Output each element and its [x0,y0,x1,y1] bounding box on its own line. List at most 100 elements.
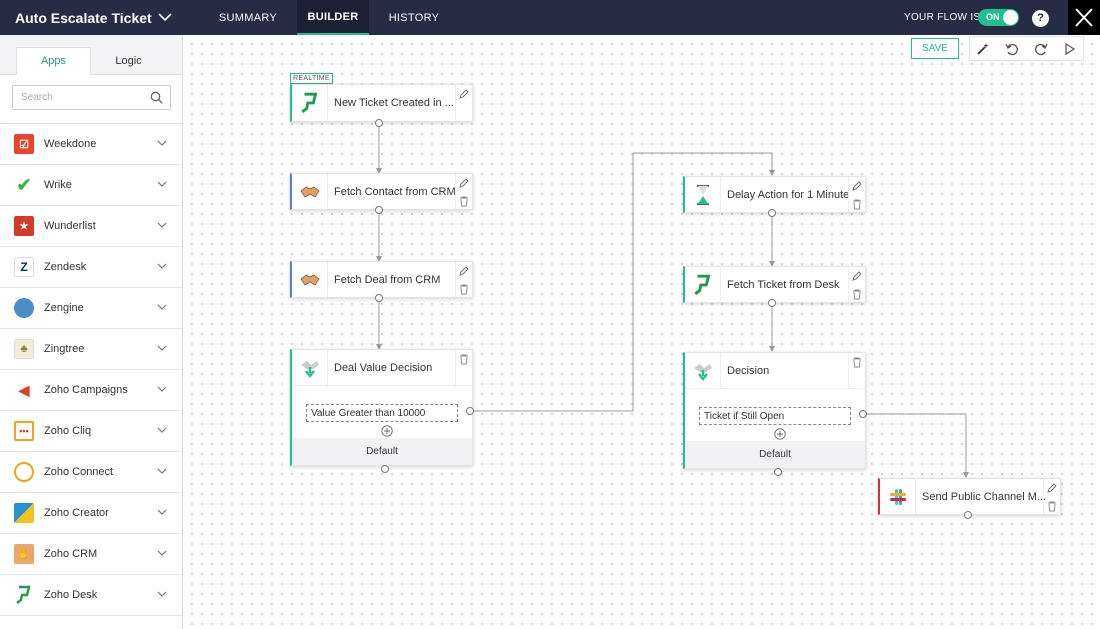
node-deal-decision[interactable]: Deal Value Decision Value Greater than 1… [290,349,473,466]
node-port[interactable] [964,511,972,519]
node-port[interactable] [859,410,867,418]
close-button[interactable] [1068,0,1100,35]
edit-icon[interactable] [459,266,469,276]
decision-default[interactable]: Default [292,438,472,465]
tab-history[interactable]: HISTORY [377,0,451,35]
node-delay[interactable]: Delay Action for 1 Minute [683,176,866,213]
node-label: Fetch Ticket from Desk [727,278,840,291]
trash-icon[interactable] [852,357,862,368]
chevron-down-icon[interactable] [157,550,167,557]
flow-toggle[interactable]: ON [978,9,1019,26]
list-item[interactable]: Zoho Connect [0,452,182,493]
node-actions [848,267,865,302]
chevron-down-icon[interactable] [157,222,167,229]
decision-condition[interactable]: Ticket if Still Open [699,407,851,425]
node-port[interactable] [375,206,383,214]
trash-icon[interactable] [1047,501,1057,512]
edit-icon[interactable] [852,181,862,191]
add-condition-icon[interactable] [381,425,393,437]
decision-condition[interactable]: Value Greater than 10000 [306,404,458,422]
flow-status-label: YOUR FLOW IS [904,12,981,23]
chevron-down-icon[interactable] [157,427,167,434]
search-icon[interactable] [150,91,163,104]
node-slack[interactable]: Send Public Channel M... [878,478,1061,515]
list-item[interactable]: Zengine [0,288,182,329]
app-label: Zendesk [44,261,87,273]
node-actions [455,174,472,209]
node-port[interactable] [375,294,383,302]
node-actions [455,85,472,121]
toggle-knob [1003,10,1018,25]
redo-icon[interactable] [1033,41,1049,57]
chevron-down-icon[interactable] [157,591,167,598]
top-bar: Auto Escalate Ticket SUMMARY BUILDER HIS… [0,0,1100,35]
app-list: ☑ Weekdone ✔ Wrike ★ Wunderlist Z Zendes… [0,123,182,616]
edit-icon[interactable] [459,178,469,188]
flow-title-dropdown[interactable]: Auto Escalate Ticket [0,0,183,35]
add-condition-icon[interactable] [774,428,786,440]
trash-icon[interactable] [459,284,469,295]
node-port[interactable] [768,209,776,217]
tab-summary-label: SUMMARY [218,11,278,24]
trash-icon[interactable] [459,196,469,207]
undo-icon[interactable] [1004,41,1020,57]
node-port[interactable] [768,299,776,307]
node-fetch-contact[interactable]: Fetch Contact from CRM [290,173,473,210]
node-actions [848,353,865,389]
tab-apps[interactable]: Apps [16,47,91,75]
chevron-down-icon[interactable] [157,181,167,188]
tab-builder[interactable]: BUILDER [297,0,369,35]
trash-icon[interactable] [852,199,862,210]
magic-wand-icon[interactable] [975,41,991,57]
node-fetch-ticket[interactable]: Fetch Ticket from Desk [683,266,866,303]
list-item[interactable]: ••• Zoho Cliq [0,411,182,452]
tab-summary[interactable]: SUMMARY [207,0,289,35]
node-trigger[interactable]: New Ticket Created in ... [290,84,473,122]
save-button[interactable]: SAVE [911,38,959,59]
list-item[interactable]: ☑ Weekdone [0,124,182,165]
chevron-down-icon[interactable] [157,386,167,393]
chevron-down-icon[interactable] [157,304,167,311]
play-icon[interactable] [1062,41,1078,57]
chevron-down-icon[interactable] [157,263,167,270]
chevron-down-icon[interactable] [157,509,167,516]
app-label: Zoho Connect [44,466,114,478]
list-item[interactable]: Zoho Creator [0,493,182,534]
node-port[interactable] [381,465,389,473]
node-label: Send Public Channel M... [922,490,1047,503]
list-item[interactable]: ★ Wunderlist [0,206,182,247]
node-decision[interactable]: Decision Ticket if Still Open Default [683,352,866,469]
chevron-down-icon[interactable] [157,468,167,475]
node-label: New Ticket Created in ... [334,97,454,109]
tab-apps-label: Apps [40,55,67,67]
node-actions [848,177,865,212]
node-port[interactable] [375,119,383,127]
node-fetch-deal[interactable]: Fetch Deal from CRM [290,261,473,298]
decision-icon [685,353,721,389]
list-item[interactable]: ◀ Zoho Campaigns [0,370,182,411]
node-port[interactable] [466,407,474,415]
list-item[interactable]: ♣ Zingtree [0,329,182,370]
list-item[interactable]: Zoho Desk [0,575,182,616]
decision-default[interactable]: Default [685,441,865,468]
trash-icon[interactable] [852,289,862,300]
chevron-down-icon [158,13,172,22]
weekdone-icon: ☑ [14,134,34,154]
list-item[interactable]: Z Zendesk [0,247,182,288]
list-item[interactable]: ✋ Zoho CRM [0,534,182,575]
trash-icon[interactable] [459,354,469,365]
edit-icon[interactable] [852,271,862,281]
help-button[interactable]: ? [1032,10,1049,27]
chevron-down-icon[interactable] [157,140,167,147]
node-port[interactable] [774,468,782,476]
tab-logic[interactable]: Logic [91,47,166,75]
edit-icon[interactable] [459,89,469,99]
list-item[interactable]: ✔ Wrike [0,165,182,206]
edit-icon[interactable] [1047,483,1057,493]
flow-canvas[interactable] [183,35,1100,629]
decision-icon [292,350,328,386]
node-label: Fetch Contact from CRM [334,185,456,198]
chevron-down-icon[interactable] [157,345,167,352]
node-label: Fetch Deal from CRM [334,273,441,286]
search-input[interactable] [12,85,171,110]
